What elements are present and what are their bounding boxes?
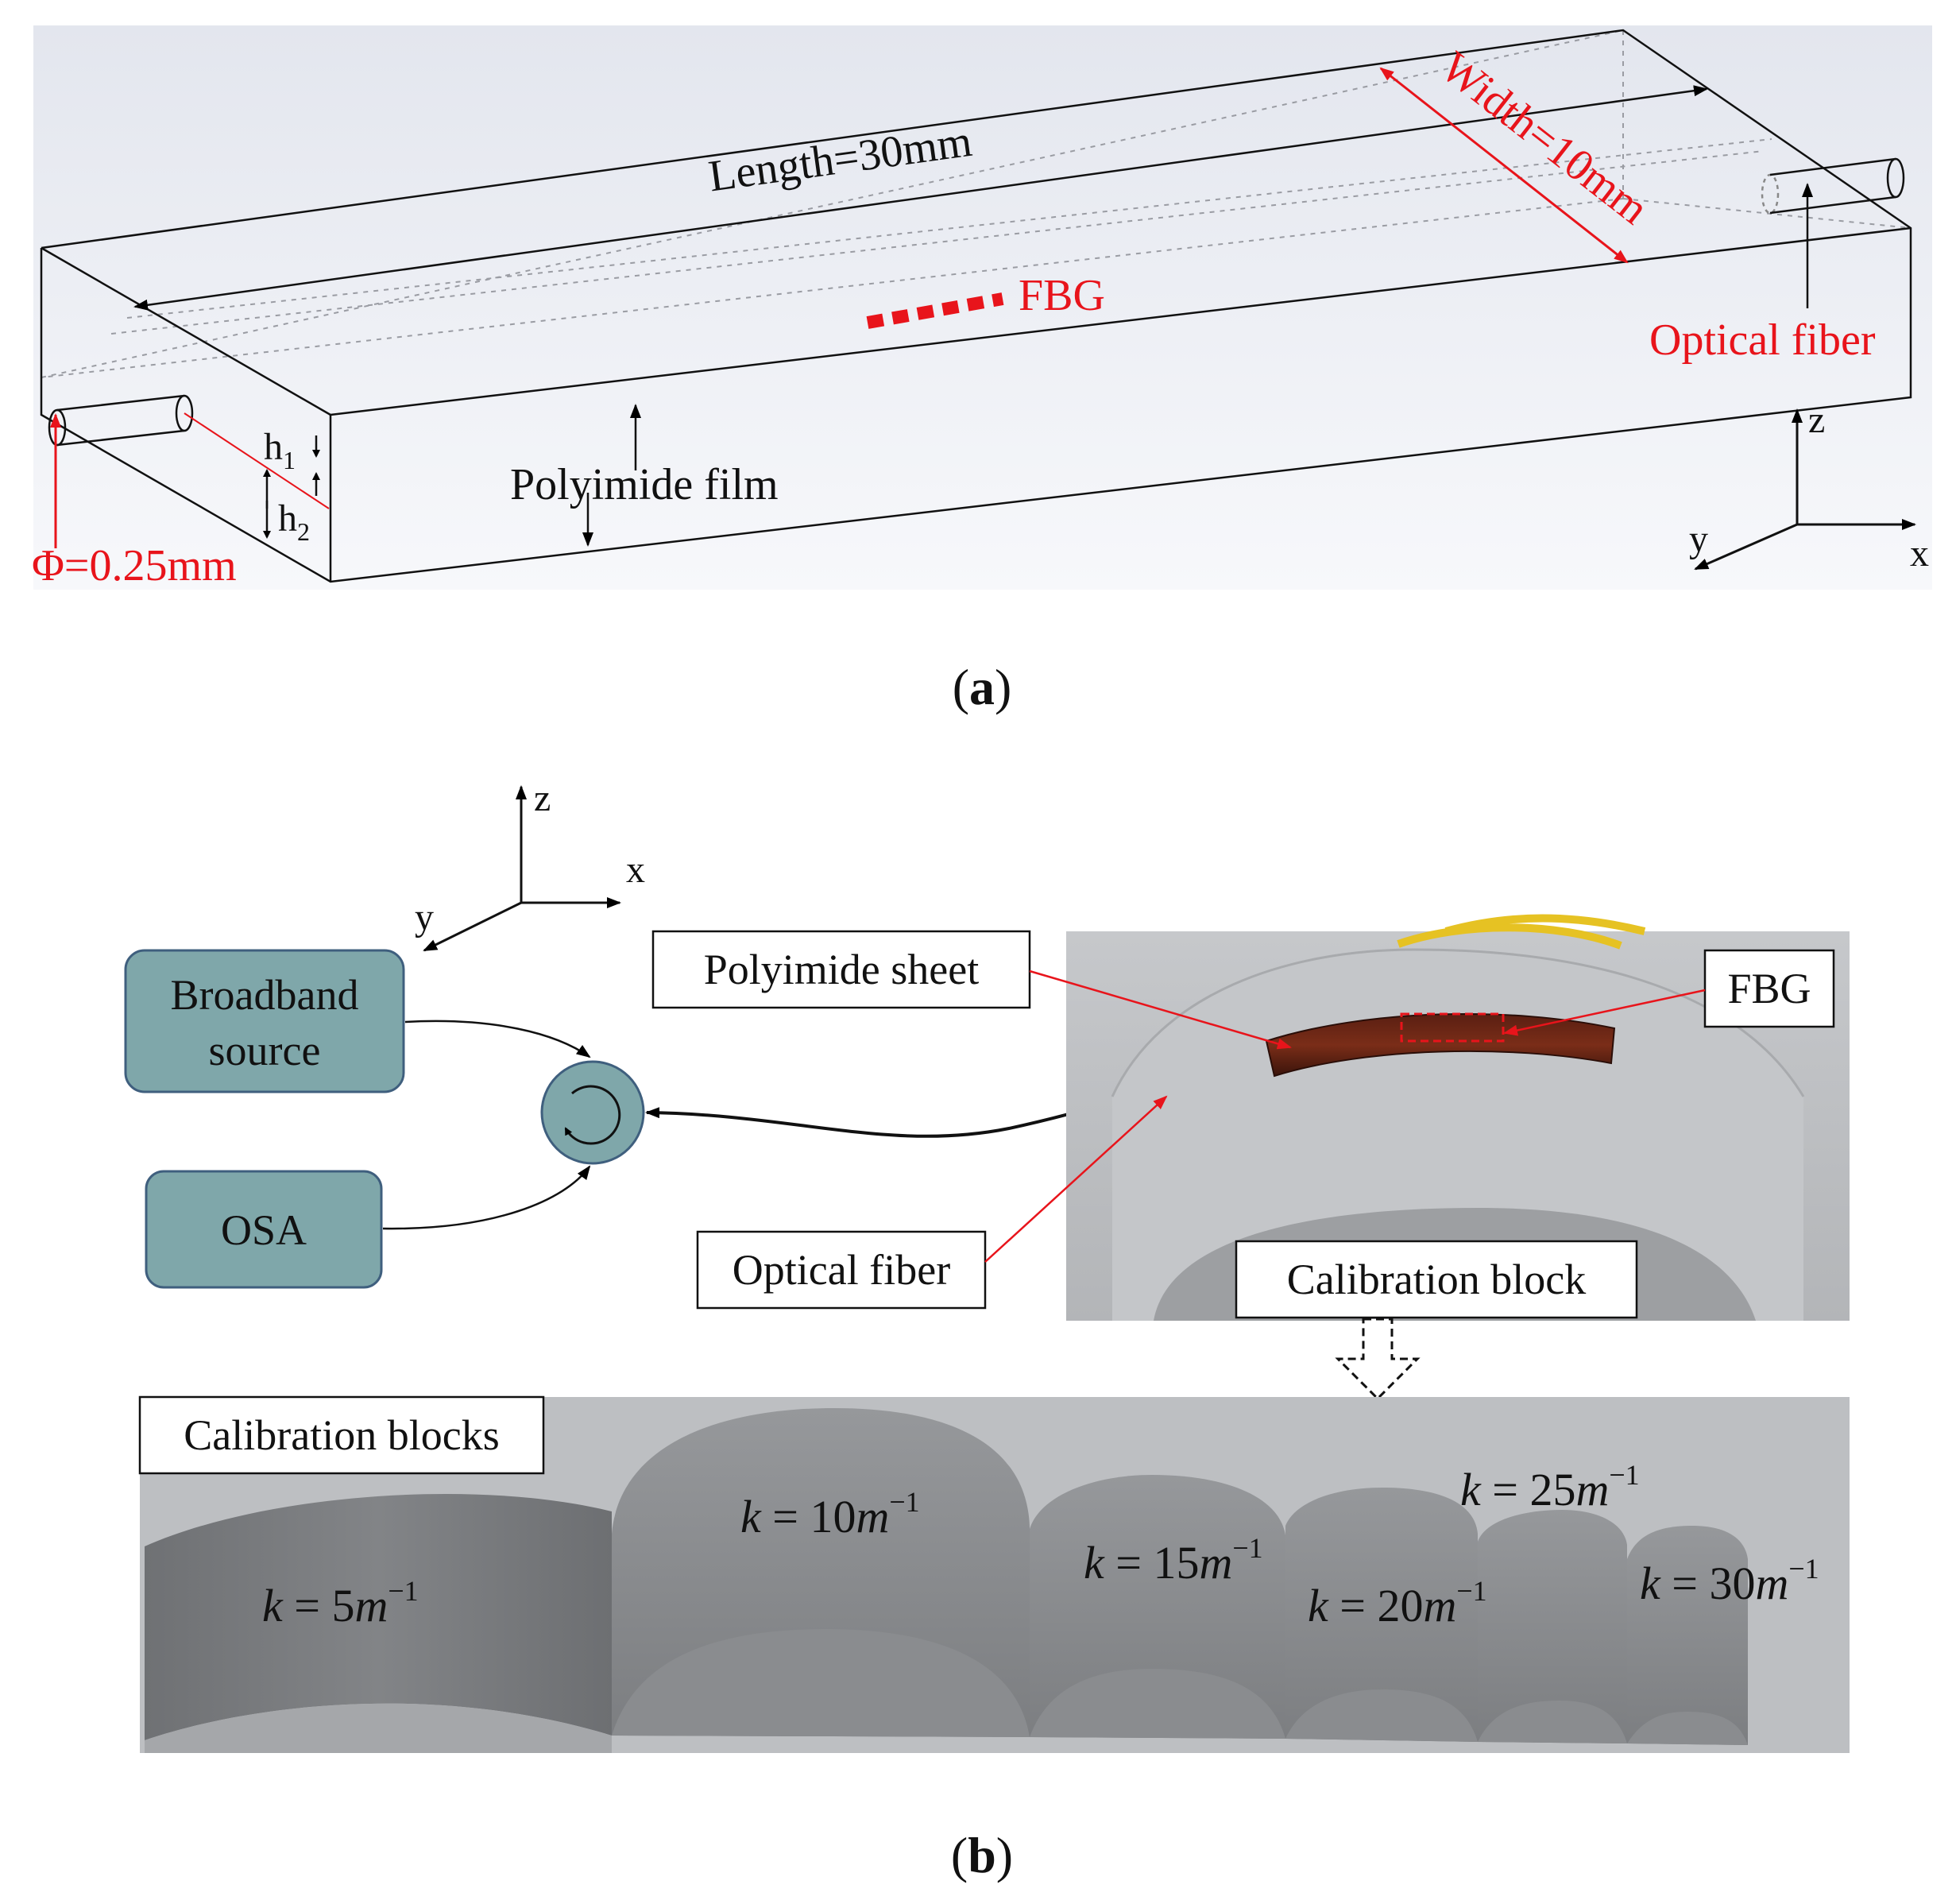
calibration-blocks-label: Calibration blocks xyxy=(184,1411,499,1459)
fiber-center-line xyxy=(184,412,330,509)
down-arrow-icon xyxy=(1335,1318,1421,1401)
fbg-label-b: FBG xyxy=(1727,965,1811,1012)
diameter-label: Φ=0.25mm xyxy=(32,541,237,590)
axes-a xyxy=(1694,408,1916,571)
axis-z-b: z xyxy=(534,777,551,819)
h1-label: h1 xyxy=(264,426,296,474)
right-fiber-stub xyxy=(1761,157,1905,215)
h2-label: h2 xyxy=(278,497,310,546)
polyimide-sheet-pointer xyxy=(1029,969,1292,1050)
caption-a: (a) xyxy=(953,659,1012,715)
polyimide-sheet-label: Polyimide sheet xyxy=(704,946,979,993)
broadband-source-line2: source xyxy=(209,1027,321,1074)
circulator-icon xyxy=(564,1085,621,1145)
fbg-grating-mark xyxy=(866,292,1004,329)
k-label: k = 5m−1 xyxy=(262,1575,419,1631)
fbg-label-a: FBG xyxy=(1019,271,1105,320)
k-labels: k = 5m−1 k = 10m−1 k = 15m−1 k = 20m−1 k… xyxy=(262,1459,1819,1631)
caption-b: (b) xyxy=(951,1827,1013,1883)
left-fiber-stub xyxy=(48,394,194,447)
calibration-blocks-box xyxy=(138,1395,545,1475)
osa-label: OSA xyxy=(221,1206,307,1254)
axis-x-b: x xyxy=(626,849,645,891)
axis-x-a: x xyxy=(1910,532,1929,575)
fbg-pointer xyxy=(1503,989,1706,1036)
panel-b: z x y Broadband source OSA Polyimi xyxy=(124,777,1850,1883)
axis-y-b: y xyxy=(415,896,434,938)
polyimide-film-label: Polyimide film xyxy=(510,460,779,509)
osa-box xyxy=(145,1170,383,1289)
calibration-block-box xyxy=(1235,1240,1638,1319)
fbg-box xyxy=(1703,949,1835,1028)
axis-z-a: z xyxy=(1808,399,1825,441)
k-label: k = 10m−1 xyxy=(740,1486,920,1542)
fbg-region-box xyxy=(1400,1012,1505,1043)
axis-y-a: y xyxy=(1689,518,1708,560)
optical-fiber-label-b: Optical fiber xyxy=(733,1246,950,1294)
polyimide-sheet-box xyxy=(651,930,1031,1009)
polyimide-sheet-photo xyxy=(1265,1012,1616,1078)
broadband-source-line1: Broadband xyxy=(171,971,359,1019)
axes-b xyxy=(423,785,621,952)
k-label: k = 20m−1 xyxy=(1308,1575,1487,1631)
circulator-to-osa xyxy=(382,1165,591,1230)
k-label: k = 25m−1 xyxy=(1460,1459,1640,1515)
calibration-block-label: Calibration block xyxy=(1287,1256,1586,1303)
calibration-blocks-photo xyxy=(140,1397,1850,1753)
broadband-source-box xyxy=(124,949,405,1093)
optical-fiber-pointer xyxy=(984,1095,1168,1263)
k-label: k = 30m−1 xyxy=(1640,1553,1819,1609)
k-label: k = 15m−1 xyxy=(1084,1532,1263,1589)
width-arrow xyxy=(1379,67,1629,264)
panel-a: Length=30mm Width=10mm FBG Optical fiber… xyxy=(32,25,1932,715)
optical-fiber-box xyxy=(696,1230,987,1310)
source-to-circulator xyxy=(404,1020,591,1058)
circulator xyxy=(540,1060,645,1165)
optical-fiber-label-a: Optical fiber xyxy=(1649,315,1876,365)
